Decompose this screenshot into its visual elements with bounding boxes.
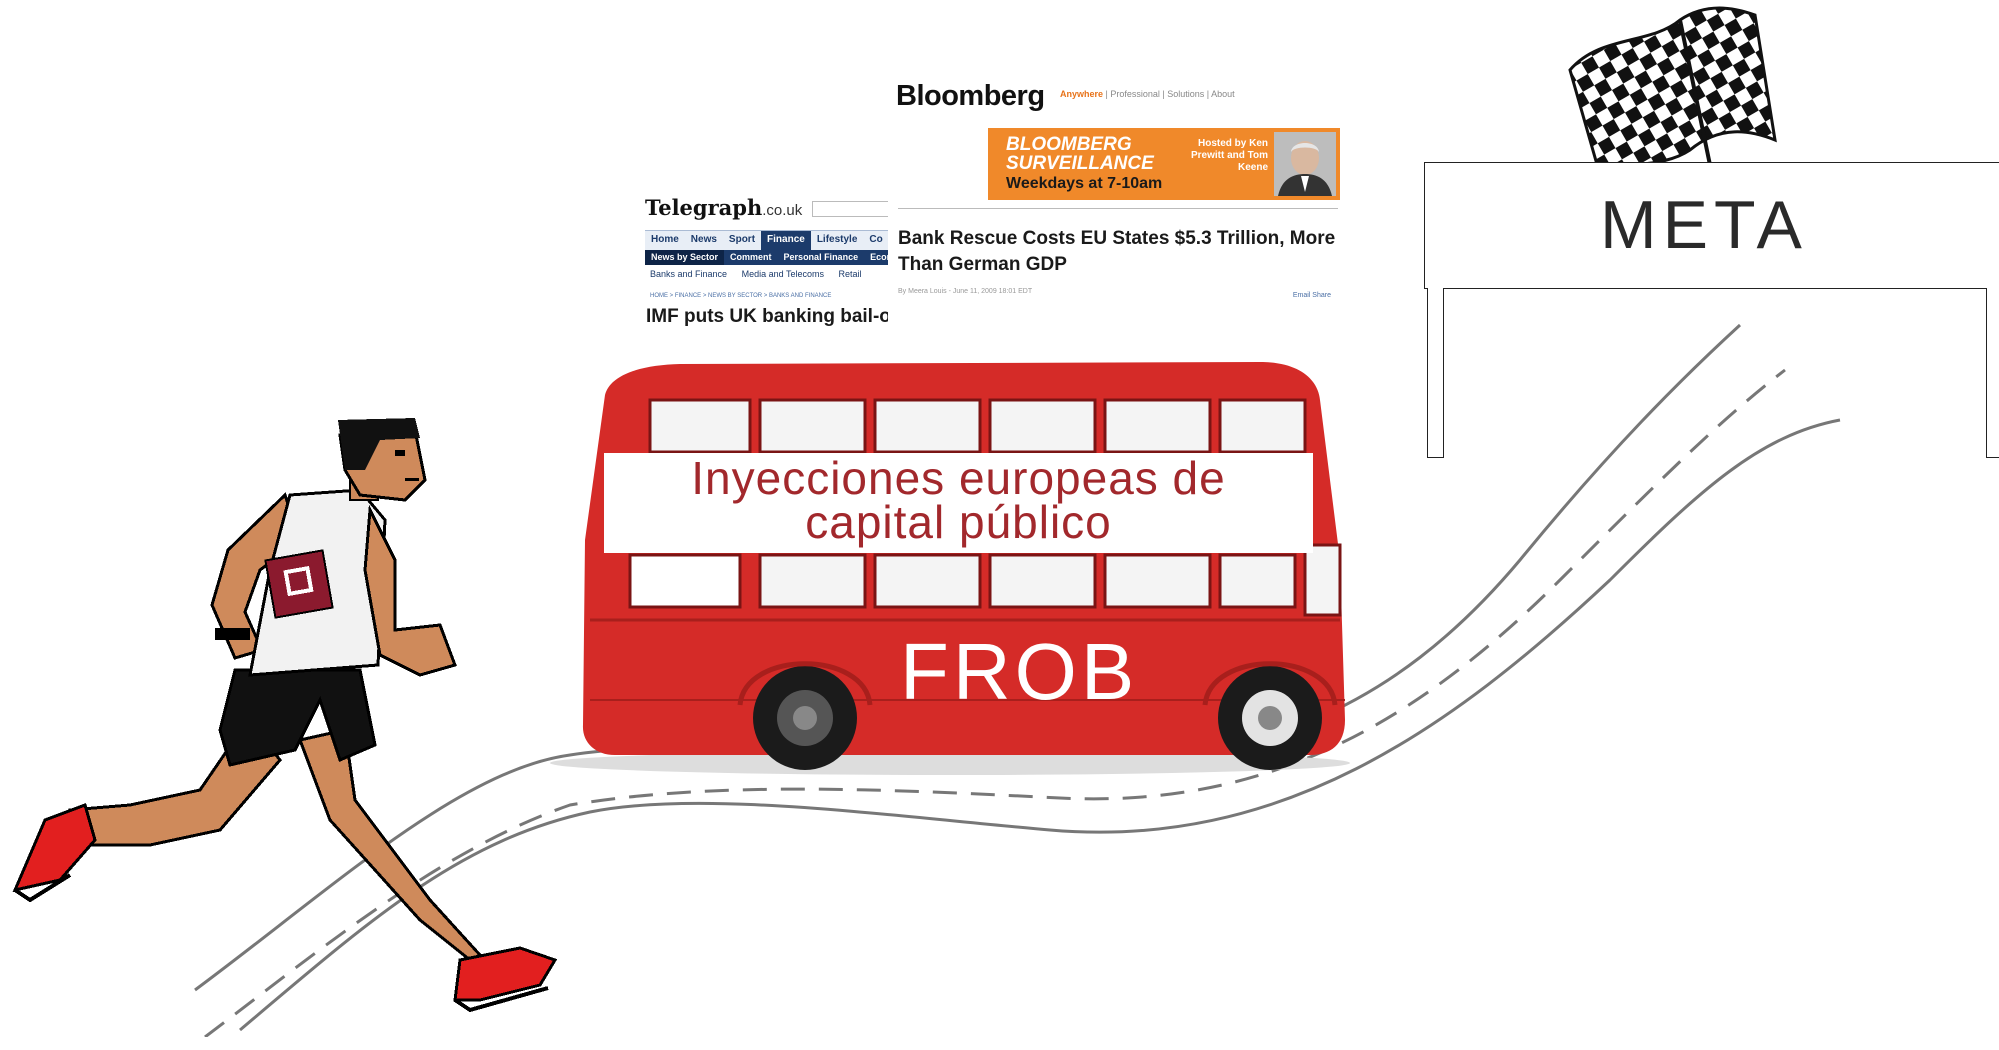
- banner-line-2: SURVEILLANCE: [1006, 153, 1154, 174]
- breadcrumb[interactable]: HOME > FINANCE > NEWS BY SECTOR > BANKS …: [650, 293, 832, 299]
- tab-home[interactable]: Home: [651, 234, 679, 245]
- tab-co[interactable]: Co: [869, 234, 883, 245]
- telegraph-headline[interactable]: IMF puts UK banking bail-outs at £1,227b…: [646, 306, 888, 327]
- checkered-flag-icon: [1568, 6, 1777, 178]
- bus-sign-line-1: Inyecciones europeas de: [691, 452, 1226, 504]
- bus-destination-sign: Inyecciones europeas de capital público: [604, 453, 1313, 553]
- bloomberg-nav-anywhere[interactable]: Anywhere: [1060, 89, 1104, 99]
- bloomberg-nav-solutions[interactable]: Solutions: [1167, 89, 1205, 99]
- bloomberg-nav-professional[interactable]: Professional: [1110, 89, 1160, 99]
- telegraph-logo: Telegraph.co.uk: [645, 195, 803, 220]
- tab-finance[interactable]: Finance: [761, 231, 811, 250]
- link-banks-and-finance[interactable]: Banks and Finance: [650, 269, 728, 279]
- tab-sport[interactable]: Sport: [728, 234, 756, 245]
- host-photo: [1274, 132, 1336, 196]
- finish-post-right: [1986, 288, 1999, 458]
- subtab-comment[interactable]: Comment: [730, 252, 772, 262]
- banner-line-3: Weekdays at 7-10am: [1006, 175, 1163, 192]
- finish-label: META: [1600, 187, 1808, 263]
- link-retail[interactable]: Retail: [838, 269, 862, 279]
- bloomberg-clipping: Bloomberg Anywhere | Professional | Solu…: [890, 72, 1345, 332]
- bloomberg-share-tools[interactable]: Email Share: [1292, 292, 1331, 299]
- finish-banner: [1424, 162, 1999, 289]
- subtab-personal-finance[interactable]: Personal Finance: [783, 252, 859, 262]
- runner-figure: [12, 418, 558, 1013]
- telegraph-tertiary-nav: Banks and Finance Media and Telecoms Ret…: [650, 269, 874, 279]
- bloomberg-logo: Bloomberg: [896, 80, 1045, 112]
- subtab-econ[interactable]: Econ: [870, 252, 888, 262]
- telegraph-clipping: Telegraph.co.uk Home News Sport Finance …: [632, 193, 888, 333]
- finish-post-left: [1427, 288, 1444, 458]
- bloomberg-surveillance-banner[interactable]: BLOOMBERG SURVEILLANCE Weekdays at 7-10a…: [988, 128, 1340, 200]
- bloomberg-divider: [898, 208, 1338, 209]
- subtab-news-by-sector[interactable]: News by Sector: [645, 250, 725, 265]
- link-media-and-telecoms[interactable]: Media and Telecoms: [741, 269, 824, 279]
- bus-side-label: FROB: [900, 627, 1139, 716]
- tab-lifestyle[interactable]: Lifestyle: [816, 234, 858, 245]
- telegraph-primary-nav: Home News Sport Finance Lifestyle Co: [645, 230, 888, 250]
- telegraph-search-input[interactable]: [812, 201, 888, 217]
- bus-sign-line-2: capital público: [805, 496, 1112, 548]
- tab-news[interactable]: News: [690, 234, 717, 245]
- telegraph-secondary-nav: News by Sector Comment Personal Finance …: [645, 250, 888, 265]
- bloomberg-headline[interactable]: Bank Rescue Costs EU States $5.3 Trillio…: [898, 228, 1336, 275]
- runner-bib: [264, 549, 334, 619]
- bloomberg-nav-about[interactable]: About: [1211, 89, 1235, 99]
- bloomberg-nav: Anywhere | Professional | Solutions | Ab…: [1060, 89, 1235, 99]
- bloomberg-byline: By Meera Louis - June 11, 2009 18:01 EDT: [898, 288, 1033, 295]
- banner-line-1: BLOOMBERG: [1006, 134, 1132, 155]
- banner-hosted: Hosted by Ken Prewitt and Tom Keene: [1190, 138, 1268, 173]
